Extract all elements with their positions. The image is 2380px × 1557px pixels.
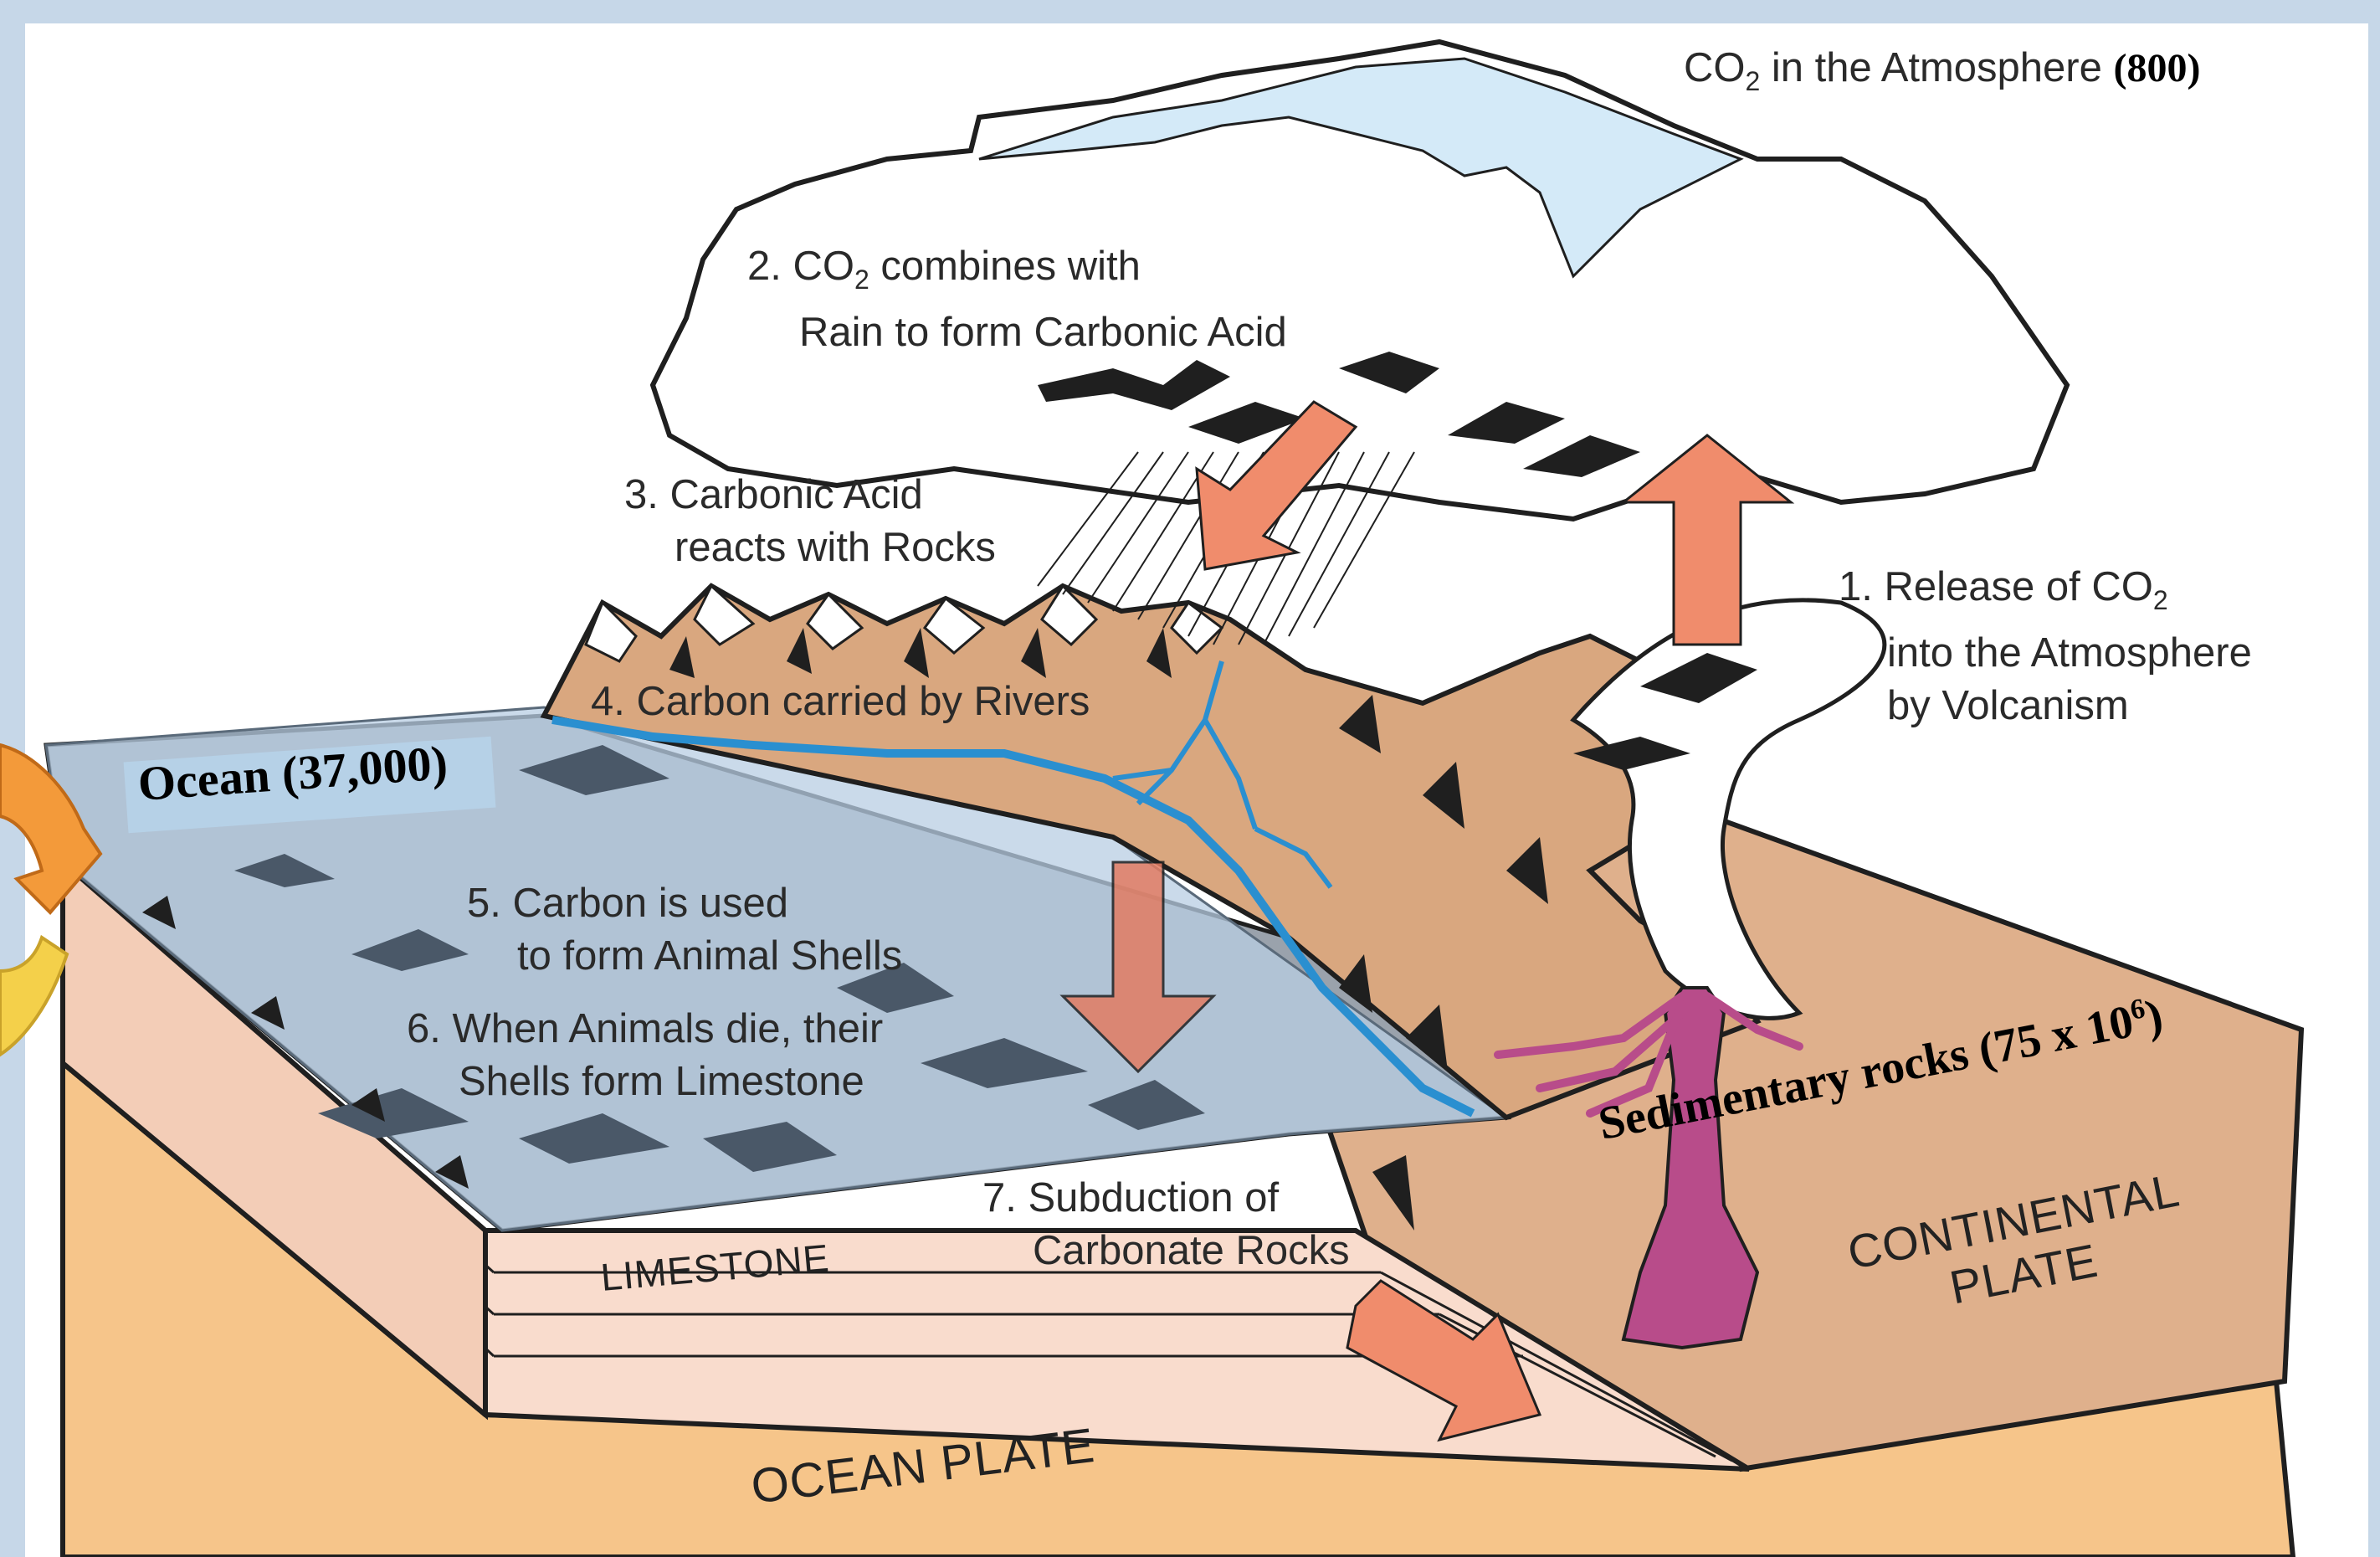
step1-line2: into the Atmosphere	[1839, 627, 2252, 680]
atmosphere-label-prefix: CO	[1684, 45, 1746, 90]
step3-line2: reacts with Rocks	[624, 522, 996, 574]
step5-label: 5. Carbon is used to form Animal Shells	[467, 877, 902, 983]
step1-line1: 1. Release of CO2	[1839, 561, 2252, 627]
step1-line3: by Volcanism	[1839, 680, 2252, 732]
step1-line1-sub: 2	[2153, 585, 2168, 615]
step6-line1: 6. When Animals die, their	[407, 1003, 883, 1056]
step7-line1: 7. Subduction of	[982, 1172, 1350, 1225]
step5-line2: to form Animal Shells	[467, 930, 902, 983]
step7-label: 7. Subduction of Carbonate Rocks	[982, 1172, 1350, 1277]
step6-line2: Shells form Limestone	[407, 1056, 883, 1108]
step2-line1-prefix: 2. CO	[747, 244, 854, 289]
step2-line1: 2. CO2 combines with	[747, 240, 1287, 306]
step2-line1-suffix: combines with	[869, 244, 1141, 289]
step6-label: 6. When Animals die, their Shells form L…	[407, 1003, 883, 1108]
atmosphere-label-suffix: in the Atmosphere	[1760, 45, 2102, 90]
step2-line2: Rain to form Carbonic Acid	[747, 306, 1287, 359]
step1-label: 1. Release of CO2 into the Atmosphere by…	[1839, 561, 2252, 732]
atmosphere-amount: (800)	[2114, 46, 2201, 90]
step3-label: 3. Carbonic Acid reacts with Rocks	[624, 469, 996, 574]
step3-line1: 3. Carbonic Acid	[624, 469, 996, 522]
step4-line1: 4. Carbon carried by Rivers	[591, 676, 1090, 728]
step4-label: 4. Carbon carried by Rivers	[591, 676, 1090, 728]
step7-line2: Carbonate Rocks	[982, 1225, 1350, 1277]
step1-line1-prefix: 1. Release of CO	[1839, 564, 2153, 609]
atmosphere-label-sub: 2	[1746, 66, 1761, 96]
step2-line1-sub: 2	[854, 265, 869, 295]
atmosphere-label: CO2 in the Atmosphere (800)	[1684, 42, 2200, 108]
step5-line1: 5. Carbon is used	[467, 877, 902, 930]
step2-label: 2. CO2 combines with Rain to form Carbon…	[747, 240, 1287, 359]
